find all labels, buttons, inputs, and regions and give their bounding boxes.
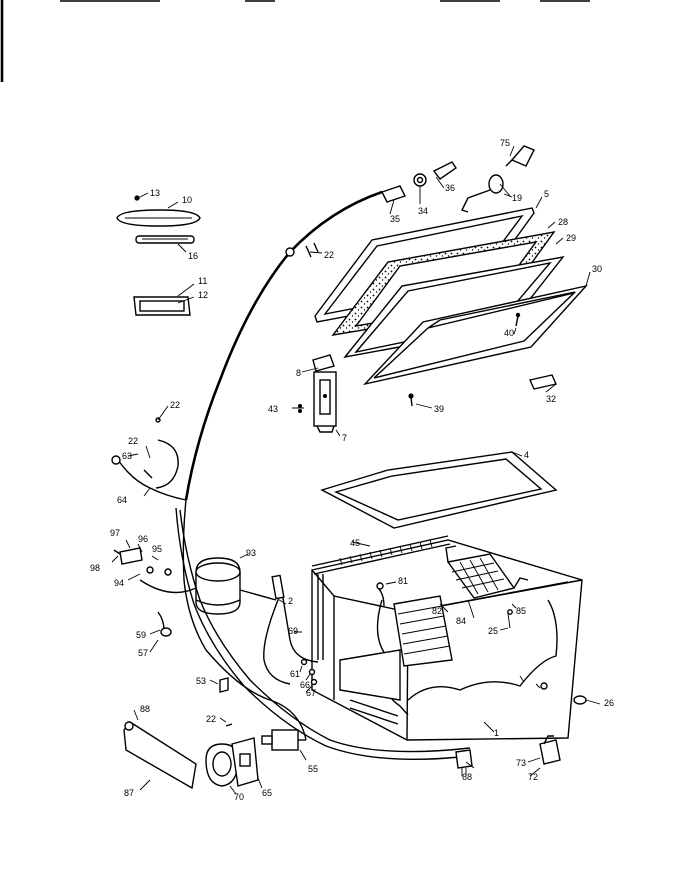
label-8: 8	[296, 368, 301, 378]
label-36: 36	[445, 183, 455, 193]
label-61: 61	[290, 669, 300, 679]
lid-screws	[408, 312, 521, 407]
label-12: 12	[198, 290, 208, 300]
wiring-harness	[182, 190, 383, 741]
label-97: 97	[110, 528, 120, 538]
lid-handle-assembly	[116, 195, 201, 244]
label-84: 84	[456, 616, 466, 626]
label-45: 45	[350, 538, 360, 548]
label-57: 57	[138, 648, 148, 658]
label-63: 63	[122, 451, 132, 461]
access-panel	[123, 721, 197, 790]
label-72: 72	[528, 772, 538, 782]
lid-hinge	[298, 354, 337, 433]
label-68: 68	[462, 772, 472, 782]
label-66: 66	[300, 680, 310, 690]
label-2: 2	[288, 596, 293, 606]
label-82: 82	[432, 606, 442, 616]
label-10: 10	[182, 195, 192, 205]
label-81: 81	[398, 576, 408, 586]
cabinet-top-flange	[320, 451, 558, 529]
label-30: 30	[592, 264, 602, 274]
label-65: 65	[262, 788, 272, 798]
label-40: 40	[504, 328, 514, 338]
wire-basket	[445, 545, 529, 599]
label-22-left: 22	[170, 400, 180, 410]
label-55: 55	[308, 764, 318, 774]
label-1: 1	[494, 728, 499, 738]
compressor	[195, 557, 277, 615]
grommet-parts	[157, 611, 172, 637]
label-13: 13	[150, 188, 160, 198]
label-64: 64	[117, 495, 127, 505]
label-29: 29	[566, 233, 576, 243]
tube-clips	[300, 658, 318, 686]
label-73: 73	[516, 758, 526, 768]
label-98: 98	[90, 563, 100, 573]
fan-shroud	[205, 737, 259, 787]
label-25: 25	[488, 626, 498, 636]
label-26: 26	[604, 698, 614, 708]
label-16: 16	[188, 251, 198, 261]
label-19: 19	[512, 193, 522, 203]
label-96: 96	[138, 534, 148, 544]
label-28: 28	[558, 217, 568, 227]
label-5: 5	[544, 189, 549, 199]
label-22-top: 22	[324, 250, 334, 260]
label-69: 69	[288, 626, 298, 636]
label-70: 70	[234, 792, 244, 802]
lid-badge-plate	[133, 296, 191, 316]
label-22-loop: 22	[128, 436, 138, 446]
lock-bracket	[539, 735, 561, 765]
label-32: 32	[546, 394, 556, 404]
label-93: 93	[246, 548, 256, 558]
lid-breaker	[362, 284, 588, 386]
label-88: 88	[140, 704, 150, 714]
condenser-coil	[311, 535, 451, 660]
part-number-labels: 13 10 16 11 12 75 36 19 35 34 5 28 29 30…	[90, 138, 614, 802]
label-22-fan: 22	[206, 714, 216, 724]
label-4: 4	[524, 450, 529, 460]
thermostat-bulb	[519, 675, 587, 705]
lamp-switch-assembly	[381, 145, 535, 213]
label-94: 94	[114, 578, 124, 588]
leader-lines	[111, 145, 601, 795]
label-87: 87	[124, 788, 134, 798]
label-59: 59	[136, 630, 146, 640]
label-7: 7	[342, 433, 347, 443]
label-75: 75	[500, 138, 510, 148]
evaporator-panel	[393, 595, 453, 667]
filter-drier	[271, 574, 285, 600]
relay-overload	[113, 547, 197, 594]
label-67: 67	[306, 688, 316, 698]
label-53: 53	[196, 676, 206, 686]
label-11: 11	[198, 276, 207, 286]
label-39: 39	[434, 404, 444, 414]
scan-border-artifacts	[0, 0, 590, 82]
label-35: 35	[390, 214, 400, 224]
refrigerant-tubing	[175, 507, 471, 761]
drain-fittings	[376, 582, 513, 629]
label-85: 85	[516, 606, 526, 616]
clip-part	[219, 677, 229, 693]
label-43: 43	[268, 404, 278, 414]
label-95: 95	[152, 544, 162, 554]
label-34: 34	[418, 206, 428, 216]
condenser-fan-motor	[225, 723, 306, 751]
